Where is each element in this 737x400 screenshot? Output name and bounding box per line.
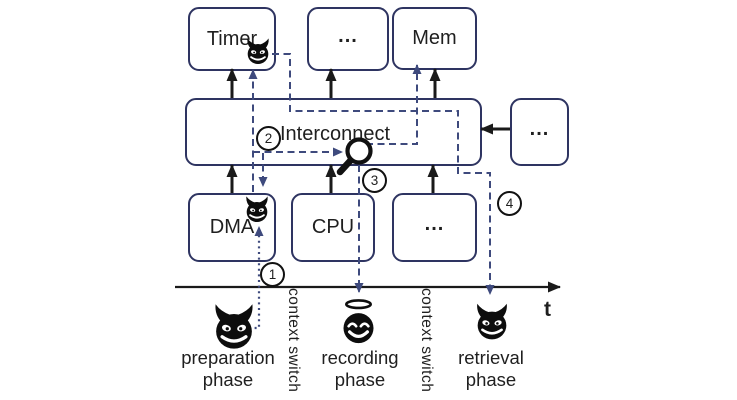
right-peripheral-box: ... (510, 98, 569, 166)
devil-icon (243, 37, 273, 66)
right-peripheral-box-label: ... (529, 117, 550, 140)
context-switch-label: context switch (285, 288, 302, 393)
angel-icon (336, 298, 381, 347)
bottom-right-box: ... (392, 193, 477, 262)
phase-line2: phase (465, 369, 517, 390)
time-axis-label: t (544, 298, 551, 321)
step-marker-1: 1 (260, 262, 285, 287)
preparation-phase-label: preparation phase (153, 347, 303, 391)
phase-line2: phase (334, 369, 386, 390)
recording-phase-label: recording phase (285, 347, 435, 391)
phase-line1: retrieval (458, 347, 524, 368)
top-middle-box-label: ... (338, 24, 358, 47)
timer-box-label: Timer (206, 27, 258, 50)
step-marker-4: 4 (497, 191, 522, 216)
top-middle-box: ... (307, 7, 389, 71)
phase-line1: recording (321, 347, 399, 368)
timer-box: Timer (188, 7, 276, 71)
devil-icon (471, 302, 513, 342)
mem-box: Mem (392, 7, 477, 70)
context-switch-label: context switch (418, 288, 435, 393)
cpu-box-label: CPU (311, 216, 355, 238)
bottom-right-box-label: ... (424, 213, 445, 235)
devil-icon (242, 195, 272, 224)
step-marker-3: 3 (362, 168, 387, 193)
devil-icon (208, 302, 260, 352)
cpu-box: CPU (291, 193, 375, 262)
phase-line2: phase (202, 369, 254, 390)
interconnect-label: Interconnect (280, 123, 391, 145)
phase-line1: preparation (181, 347, 275, 368)
dma-box-label: DMA (209, 216, 255, 238)
retrieval-phase-label: retrieval phase (416, 347, 566, 391)
mem-box-label: Mem (412, 27, 457, 49)
step-marker-2: 2 (256, 126, 281, 151)
